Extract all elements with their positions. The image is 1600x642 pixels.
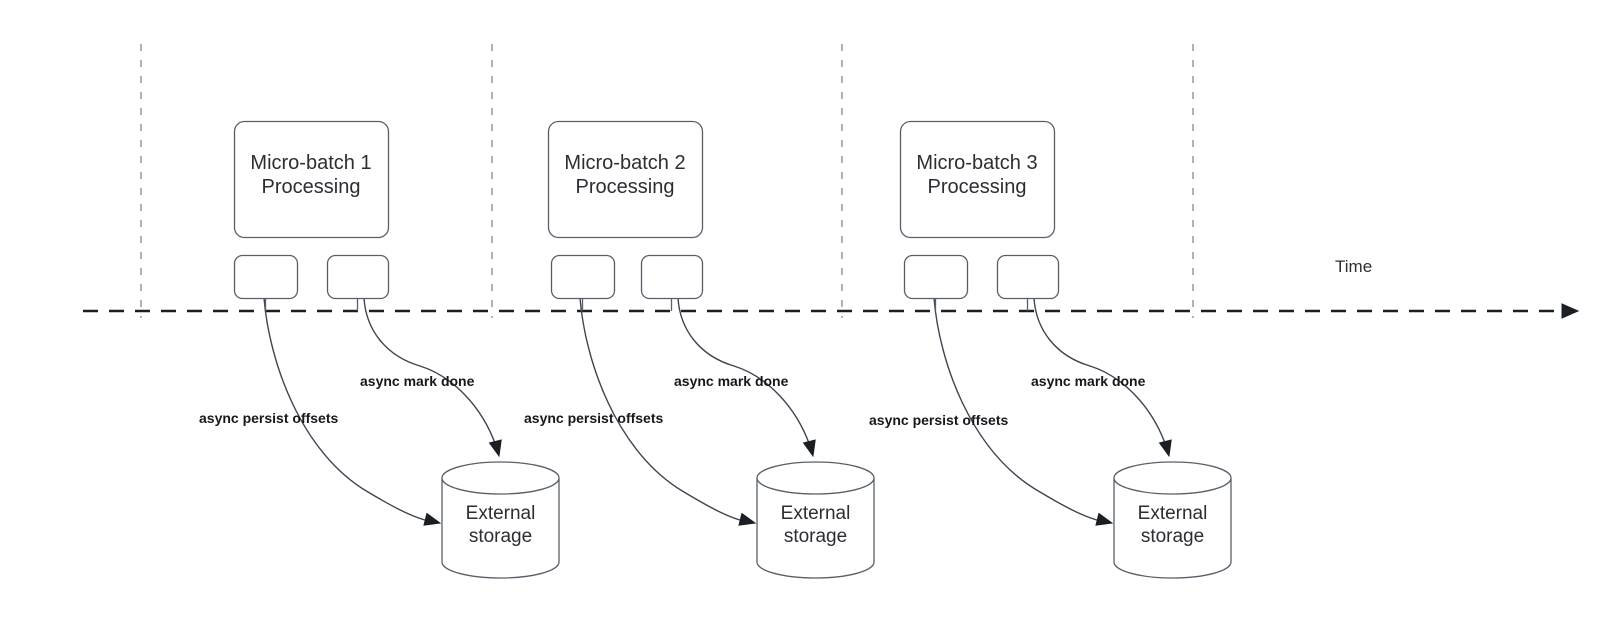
edge-persist-offsets-label-2: async persist offsets xyxy=(524,410,663,427)
storage-label-2-line-2: storage xyxy=(783,526,848,548)
edge-mark-done-path-3 xyxy=(1033,297,1167,447)
edge-mark-done-label-3-line-1: async mark done xyxy=(1031,373,1146,389)
storage-cylinder-body-3[interactable] xyxy=(1113,477,1232,579)
guide-lines-group xyxy=(140,44,1194,318)
microbatch-box-2[interactable] xyxy=(547,120,704,239)
timeline-axis-group xyxy=(83,303,1580,319)
storage-label-3-line-1: External xyxy=(1137,503,1208,524)
microbatch-box-3[interactable] xyxy=(899,120,1056,239)
microbatch-label-3-line-1: Micro-batch 3 xyxy=(916,152,1038,174)
storage-label-1-line-2: storage xyxy=(468,526,533,548)
task-box-3-task-mark[interactable] xyxy=(996,254,1060,300)
edge-persist-offsets-path-3 xyxy=(933,297,1105,523)
timeline-arrowhead-icon xyxy=(1561,303,1580,319)
storage-label-1-line-1: External xyxy=(465,503,536,524)
edge-mark-done-arrowhead-icon-2 xyxy=(802,439,816,458)
edge-persist-offsets-arrowhead-icon-3 xyxy=(1095,512,1114,526)
storage-label-2-line-1: External xyxy=(780,503,851,524)
task-box-3-task-persist[interactable] xyxy=(903,254,969,300)
edge-persist-offsets-label-1-line-1: async persist offsets xyxy=(199,410,339,426)
microbatch-label-3-line-2: Processing xyxy=(927,176,1027,199)
task-box-2-task-persist[interactable] xyxy=(550,254,616,300)
edge-persist-offsets-path-1 xyxy=(263,297,433,523)
edge-mark-done-label-2-line-1: async mark done xyxy=(674,373,789,389)
storage-cylinder-top-2 xyxy=(756,461,875,495)
microbatch-box-1[interactable] xyxy=(233,120,390,239)
microbatch-label-1-line-1: Micro-batch 1 xyxy=(250,152,372,174)
edge-mark-done-path-1 xyxy=(363,297,497,447)
edge-persist-offsets-label-3-line-1: async persist offsets xyxy=(869,412,1009,428)
edge-persist-offsets-arrowhead-icon-2 xyxy=(738,512,757,526)
edge-mark-done-arrowhead-icon-1 xyxy=(488,439,502,458)
storage-cylinder-top-1 xyxy=(441,461,560,495)
storage-cylinder-body-2[interactable] xyxy=(756,477,875,579)
edges-group xyxy=(263,297,1172,526)
edge-mark-done-label-1-line-1: async mark done xyxy=(360,373,475,389)
edge-persist-offsets-arrowhead-icon-1 xyxy=(423,512,442,526)
storage-cylinder-body-1[interactable] xyxy=(441,477,560,579)
edge-persist-offsets-path-2 xyxy=(579,297,748,523)
storage-cylinder-top-3 xyxy=(1113,461,1232,495)
time-axis-label: Time xyxy=(1335,257,1373,276)
task-box-1-task-mark[interactable] xyxy=(326,254,390,300)
microbatch-label-2-line-1: Micro-batch 2 xyxy=(564,152,686,174)
task-box-1-task-persist[interactable] xyxy=(233,254,299,300)
microbatch-label-2-line-2: Processing xyxy=(575,176,675,199)
edge-mark-done-label-3: async mark done xyxy=(1031,373,1145,390)
task-box-2-task-mark[interactable] xyxy=(640,254,704,300)
edge-mark-done-arrowhead-icon-3 xyxy=(1158,439,1172,458)
edge-mark-done-label-2: async mark done xyxy=(674,373,788,390)
edge-mark-done-path-2 xyxy=(677,297,811,447)
edge-persist-offsets-label-3: async persist offsets xyxy=(869,412,1008,429)
nodes-group xyxy=(233,120,1232,579)
edge-mark-done-label-1: async mark done xyxy=(360,373,474,390)
microbatch-label-1-line-2: Processing xyxy=(261,176,361,199)
storage-label-3-line-2: storage xyxy=(1140,526,1205,548)
edge-persist-offsets-label-2-line-1: async persist offsets xyxy=(524,410,664,426)
edge-persist-offsets-label-1: async persist offsets xyxy=(199,410,338,427)
